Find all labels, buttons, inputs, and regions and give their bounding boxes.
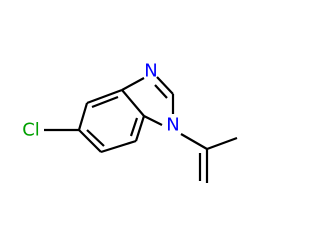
bond-c3a-n3 bbox=[121, 77, 145, 91]
bond-n3-c2 bbox=[156, 76, 174, 95]
bond-n1-vinyl-carbon bbox=[180, 133, 208, 150]
double-bond-inner-c5-c6 bbox=[86, 129, 105, 147]
double-bond-inner-c3a-c4 bbox=[91, 95, 119, 109]
bond-c4-c5 bbox=[77, 102, 89, 131]
bond-vinyl-methyl bbox=[206, 136, 238, 151]
double-bond-n3-c2 bbox=[154, 84, 168, 99]
bond-c6-c7 bbox=[100, 139, 137, 154]
double-bond-inner-c7-c7a bbox=[129, 117, 139, 137]
bond-c3a-c4 bbox=[86, 88, 123, 105]
nitrogen-1-atom-label: N bbox=[166, 115, 179, 136]
nitrogen-3-atom-label: N bbox=[144, 61, 157, 82]
bond-c7a-c3a bbox=[121, 89, 145, 117]
chlorine-atom-label: Cl bbox=[22, 120, 40, 141]
bond-c5-c6 bbox=[78, 129, 102, 153]
bond-c7-c7a bbox=[134, 115, 146, 142]
bond-n1-c7a bbox=[143, 115, 163, 126]
benzimidazole-structure: Cl N N bbox=[22, 61, 238, 183]
